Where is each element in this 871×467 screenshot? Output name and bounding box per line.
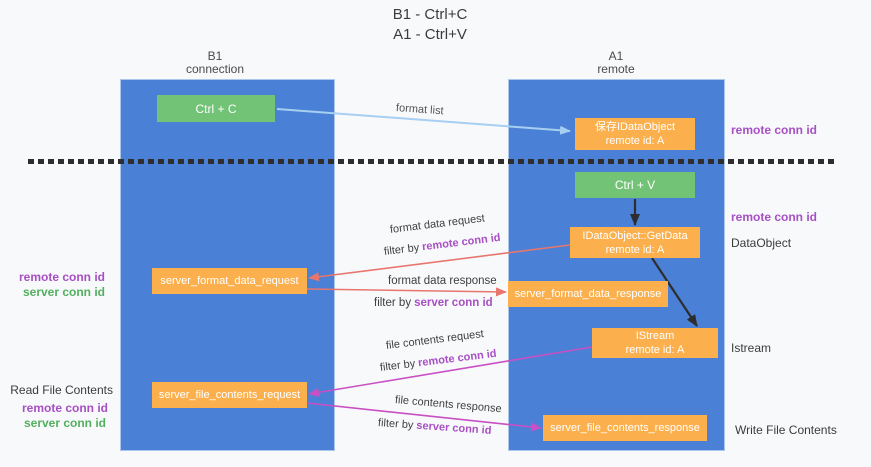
left-remote-conn-id-label-1: remote conn id xyxy=(18,270,105,284)
server-format-data-response-label: server_format_data_response xyxy=(514,288,662,300)
node-save-idataobject: 保存IDataObject remote id: A xyxy=(575,118,695,150)
dataobject-label: DataObject xyxy=(731,236,792,250)
right-remote-conn-id-label-1: remote conn id xyxy=(731,123,818,137)
format-data-request-arrow xyxy=(308,244,571,282)
diagram-title: B1 - Ctrl+C A1 - Ctrl+V xyxy=(0,5,860,45)
lane-header-b1: B1 connection xyxy=(155,50,275,76)
lane-a1-name: A1 xyxy=(608,49,624,63)
filter-by-text-4: filter by xyxy=(377,417,414,432)
read-file-contents-label: Read File Contents xyxy=(10,383,113,397)
node-istream: IStream remote id: A xyxy=(592,328,718,358)
server-file-contents-response-label: server_file_contents_response xyxy=(550,422,700,434)
node-ctrl-v: Ctrl + V xyxy=(575,172,695,198)
istream-side-label: Istream xyxy=(731,341,772,355)
getdata-line1: IDataObject::GetData xyxy=(582,229,688,242)
node-ctrl-c: Ctrl + C xyxy=(157,95,275,122)
lane-a1-role: remote xyxy=(597,62,635,76)
format-data-response-arrow xyxy=(306,287,507,297)
save-idataobject-line1: 保存IDataObject xyxy=(594,121,676,133)
node-server-file-contents-request: server_file_contents_request xyxy=(152,382,307,408)
right-remote-conn-id-label-2: remote conn id xyxy=(731,210,818,224)
lane-header-a1: A1 remote xyxy=(556,50,676,76)
file-contents-response-arrow xyxy=(306,402,542,432)
node-idataobject-getdata: IDataObject::GetData remote id: A xyxy=(570,227,700,258)
server-file-contents-request-label: server_file_contents_request xyxy=(158,389,301,401)
format-data-response-label: format data response xyxy=(388,275,497,287)
filter-server-conn-id-1: server conn id xyxy=(414,297,493,309)
server-format-data-request-label: server_format_data_request xyxy=(160,275,299,287)
node-server-format-data-response: server_format_data_response xyxy=(508,281,668,307)
node-server-file-contents-response: server_file_contents_response xyxy=(543,415,707,441)
title-line-2: A1 - Ctrl+V xyxy=(393,26,467,43)
file-contents-request-arrow xyxy=(308,346,593,397)
getdata-to-istream-arrow xyxy=(651,257,698,327)
title-line-1: B1 - Ctrl+C xyxy=(392,6,468,23)
left-server-conn-id-label-2: server conn id xyxy=(23,416,106,430)
clipboard-session-divider xyxy=(28,159,835,164)
node-server-format-data-request: server_format_data_request xyxy=(152,268,307,294)
left-server-conn-id-label-1: server conn id xyxy=(22,285,105,299)
istream-line2: remote id: A xyxy=(625,344,685,356)
format-list-arrow xyxy=(276,108,571,135)
lane-b1-name: B1 xyxy=(207,49,223,63)
ctrl-c-label: Ctrl + C xyxy=(195,101,237,116)
left-remote-conn-id-label-2: remote conn id xyxy=(21,401,108,415)
filter-by-text-2: filter by xyxy=(374,297,412,309)
istream-line1: IStream xyxy=(635,330,675,342)
save-idataobject-line2: remote id: A xyxy=(605,135,665,147)
lane-b1-role: connection xyxy=(185,62,245,76)
ctrl-v-label: Ctrl + V xyxy=(614,178,656,192)
write-file-contents-label: Write File Contents xyxy=(735,423,837,437)
getdata-line2: remote id: A xyxy=(605,243,665,256)
